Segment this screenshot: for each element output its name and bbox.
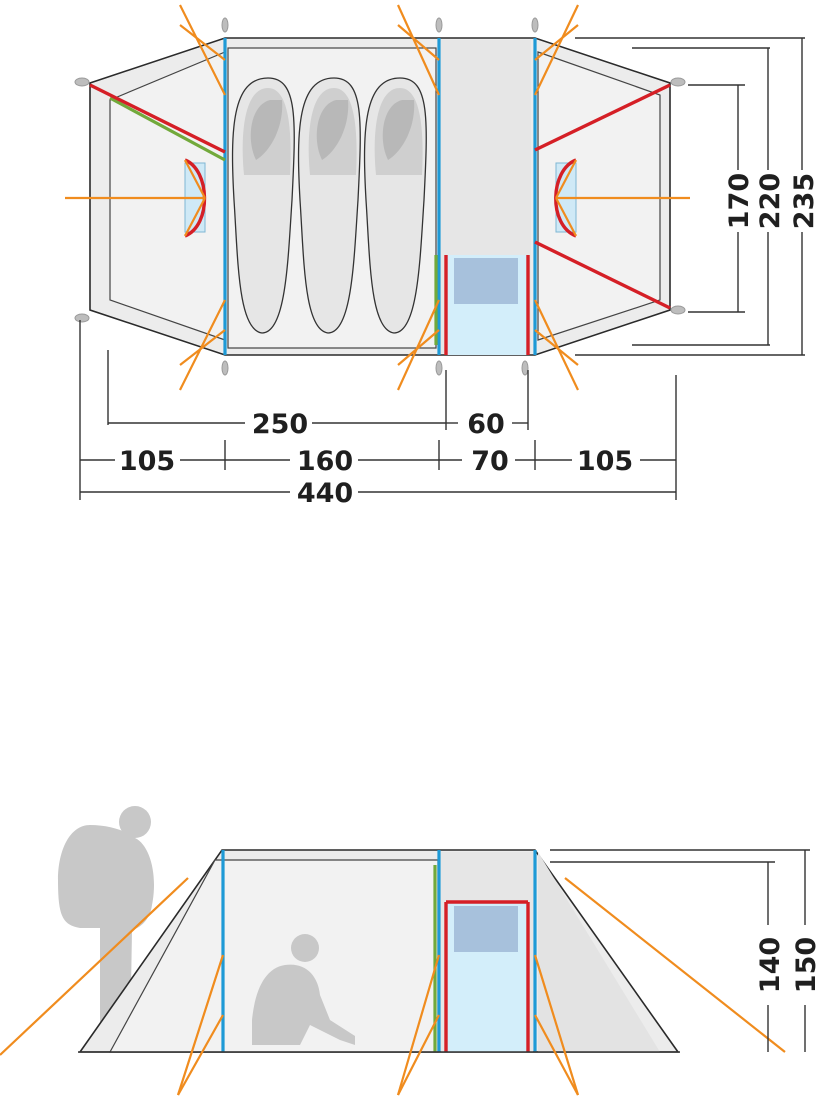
dim-170: 170: [724, 173, 755, 229]
dim-105-left: 105: [119, 446, 175, 477]
top-pole-green-diag: [109, 96, 226, 162]
dim-440: 440: [297, 478, 353, 509]
sleeping-bag-3: [363, 77, 427, 334]
dim-220: 220: [755, 173, 786, 229]
dim-140: 140: [755, 937, 786, 993]
side-guy-ropes: [0, 877, 786, 1096]
top-front-apse-inner: [109, 51, 226, 341]
top-apse-pole-right-bottom: [534, 240, 671, 310]
dim-160: 160: [297, 446, 353, 477]
dim-60: 60: [467, 409, 505, 440]
top-pegs: [74, 17, 686, 376]
top-apse-pole-left: [89, 83, 226, 154]
top-depth-dimensions: [575, 37, 805, 356]
top-width-dimensions: [79, 320, 677, 500]
dim-105-right: 105: [577, 446, 633, 477]
side-height-dimensions: [550, 849, 810, 1052]
side-view: 140 150: [0, 806, 819, 1096]
top-guy-ropes: [65, 4, 690, 391]
sleeping-bag-1: [231, 77, 295, 334]
dim-150: 150: [791, 937, 819, 993]
sitting-person-silhouette: [252, 934, 355, 1045]
side-door-window: [454, 906, 518, 952]
top-door-window: [454, 258, 518, 304]
top-apse-pole-right-top: [534, 83, 671, 152]
dim-250: 250: [252, 409, 308, 440]
top-view: 250 60 105 160 70 105 440 170 220 235: [65, 4, 819, 509]
side-rear-apse: [538, 852, 660, 1052]
dim-235: 235: [789, 173, 819, 229]
sleeping-bag-2: [297, 77, 361, 334]
dim-70: 70: [471, 446, 509, 477]
